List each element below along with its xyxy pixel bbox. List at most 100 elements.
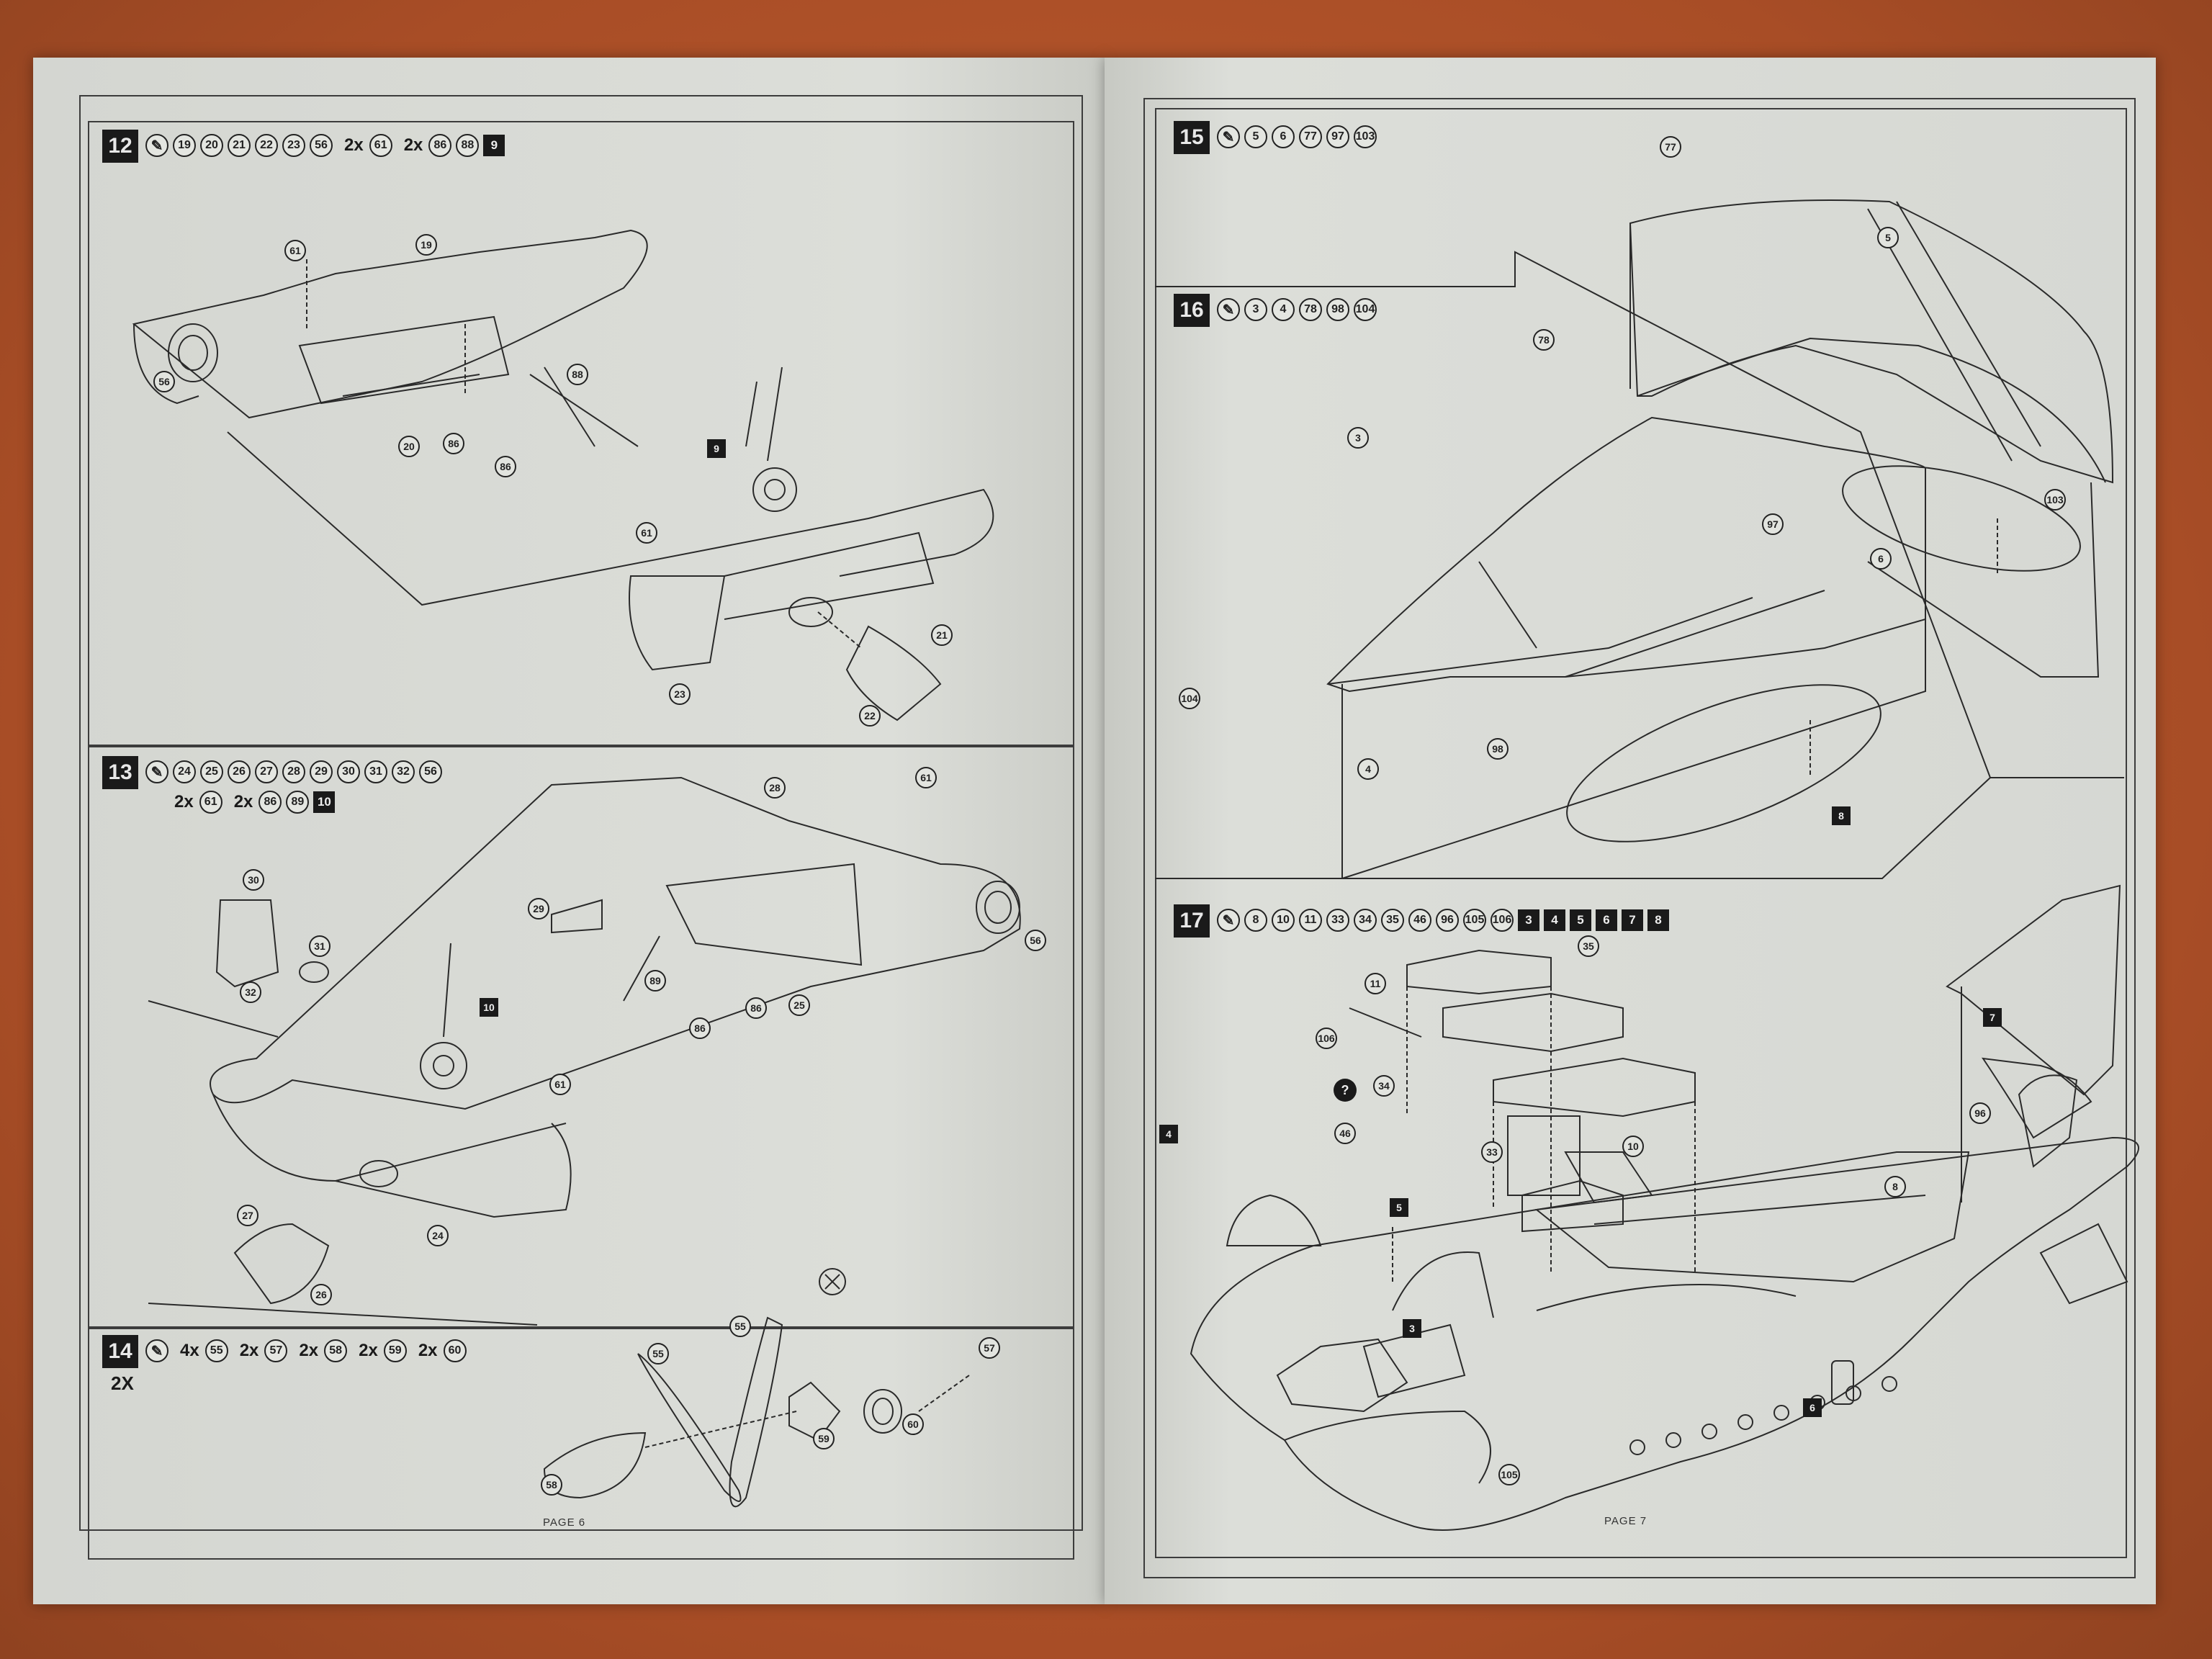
callout-86: 86 <box>750 1002 762 1014</box>
callout-8: 8 <box>1892 1181 1898 1192</box>
step13-callouts: 30 31 32 28 61 29 56 89 10 86 86 25 61 2… <box>237 767 1046 1305</box>
decal-9: 9 <box>714 443 719 454</box>
part-callout: 32 <box>392 760 415 783</box>
part-callout: 26 <box>228 760 251 783</box>
part-callout: 86 <box>428 134 452 157</box>
callout-25: 25 <box>793 999 805 1011</box>
decal-callout: 10 <box>313 791 336 813</box>
part-callout: 96 <box>1436 909 1459 932</box>
decal-callout: 8 <box>1647 909 1669 931</box>
part-callout: 21 <box>228 134 251 157</box>
step13-parts: ✎ 24 25 26 27 28 29 30 31 32 56 <box>145 760 442 783</box>
callout-106: 106 <box>1318 1033 1335 1044</box>
part-callout: 89 <box>286 791 310 814</box>
part-callout: 106 <box>1491 909 1514 932</box>
steps-panel <box>1155 108 2127 1558</box>
multiplier: 2x <box>233 792 253 811</box>
decal-3: 3 <box>1409 1323 1415 1334</box>
part-callout: 61 <box>199 791 222 814</box>
decal-callout: 4 <box>1544 909 1565 931</box>
part-callout: 5 <box>1244 125 1267 148</box>
decal-5: 5 <box>1396 1202 1402 1213</box>
callout-35: 35 <box>1583 940 1594 952</box>
decal-callout: 6 <box>1596 909 1617 931</box>
part-callout: 56 <box>310 134 333 157</box>
multiplier: 2x <box>403 135 423 155</box>
decal-6: 6 <box>1809 1402 1815 1413</box>
part-callout: 11 <box>1299 909 1322 932</box>
callout-105: 105 <box>1501 1469 1518 1480</box>
callout-11: 11 <box>1370 978 1381 989</box>
multiplier: 2x <box>418 1341 438 1360</box>
callout-61: 61 <box>920 772 932 783</box>
callout-61: 61 <box>289 245 301 256</box>
multiplier: 4x <box>180 1341 199 1360</box>
step15-parts: ✎ 5 6 77 97 103 <box>1217 125 1377 148</box>
part-callout: 88 <box>456 134 480 157</box>
callout-78: 78 <box>1538 334 1550 346</box>
callout-32: 32 <box>245 986 256 998</box>
part-callout: 6 <box>1272 125 1295 148</box>
part-callout: 60 <box>443 1339 467 1362</box>
step12-callouts: 61 19 56 20 86 86 88 9 61 21 23 22 <box>153 234 953 727</box>
part-callout: 98 <box>1326 298 1349 321</box>
callout-29: 29 <box>533 903 544 914</box>
callout-104: 104 <box>1181 693 1198 704</box>
part-callout: 19 <box>173 134 196 157</box>
callout-61: 61 <box>641 527 652 539</box>
part-callout: 61 <box>369 134 392 157</box>
step13-panel <box>88 745 1074 1329</box>
callout-55: 55 <box>734 1321 746 1332</box>
part-callout: 28 <box>282 760 305 783</box>
callout-31: 31 <box>314 940 325 952</box>
part-callout: 57 <box>264 1339 288 1362</box>
callout-57: 57 <box>984 1342 995 1354</box>
right-page: 15 ✎ 5 6 77 97 103 16 ✎ 3 4 78 98 104 17… <box>1105 58 2156 1604</box>
callout-60: 60 <box>907 1419 919 1430</box>
part-callout: 30 <box>337 760 360 783</box>
decal-7: 7 <box>1990 1012 1995 1023</box>
decal-callout: 5 <box>1570 909 1591 931</box>
part-callout: 86 <box>258 791 282 814</box>
question-icon: ? <box>1341 1083 1349 1097</box>
part-callout: 3 <box>1244 298 1267 321</box>
step16-parts: ✎ 3 4 78 98 104 <box>1217 298 1377 321</box>
callout-20: 20 <box>403 441 415 452</box>
part-callout: 77 <box>1299 125 1322 148</box>
callout-10: 10 <box>1627 1141 1639 1152</box>
callout-55: 55 <box>652 1348 664 1359</box>
callout-58: 58 <box>546 1479 557 1491</box>
glue-icon: ✎ <box>145 134 168 157</box>
callout-23: 23 <box>674 688 685 700</box>
part-callout: 59 <box>383 1339 407 1362</box>
glue-icon: ✎ <box>1217 909 1240 932</box>
step14-number: 14 <box>102 1335 138 1368</box>
callout-56: 56 <box>158 376 170 387</box>
callout-21: 21 <box>936 629 948 641</box>
callout-88: 88 <box>572 369 583 380</box>
part-callout: 103 <box>1354 125 1377 148</box>
part-callout: 97 <box>1326 125 1349 148</box>
callout-33: 33 <box>1486 1146 1498 1158</box>
step12-panel <box>88 121 1074 747</box>
callout-86: 86 <box>500 461 511 472</box>
glue-icon: ✎ <box>145 760 168 783</box>
part-callout: 34 <box>1354 909 1377 932</box>
step15-callouts: 77 5 97 6 103 <box>1660 136 2066 570</box>
callout-6: 6 <box>1878 553 1884 565</box>
step15-number: 15 <box>1174 121 1210 154</box>
multiplier: 2x <box>359 1341 378 1360</box>
step12-number: 12 <box>102 130 138 163</box>
decal-callout: 3 <box>1518 909 1539 931</box>
callout-30: 30 <box>248 874 259 886</box>
part-callout: 46 <box>1408 909 1431 932</box>
part-callout: 8 <box>1244 909 1267 932</box>
step14-callouts: 55 55 57 59 60 58 <box>541 1316 1000 1496</box>
callout-86: 86 <box>448 438 459 449</box>
part-callout: 10 <box>1272 909 1295 932</box>
part-callout: 35 <box>1381 909 1404 932</box>
left-page: 12 ✎ 19 20 21 22 23 56 2x 61 2x 86 88 9 … <box>33 58 1105 1604</box>
callout-34: 34 <box>1378 1080 1390 1092</box>
step16-callouts: 78 3 104 4 98 <box>1179 329 1555 780</box>
part-callout: 24 <box>173 760 196 783</box>
